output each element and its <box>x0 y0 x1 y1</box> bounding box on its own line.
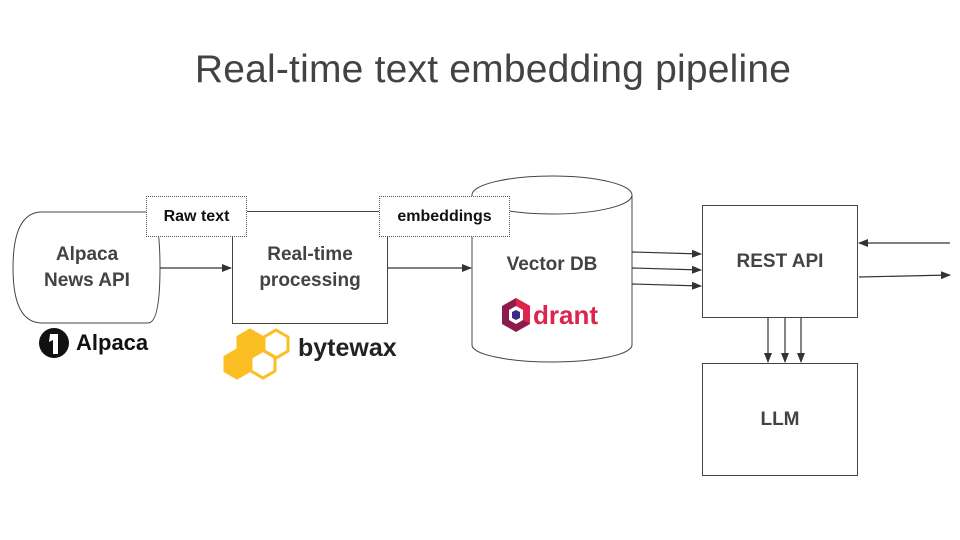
rest-api-label: REST API <box>736 250 824 272</box>
arrow-vectordb-to-api-2 <box>631 265 702 274</box>
llm-label: LLM <box>760 408 800 430</box>
source-label-line1: Alpaca <box>55 243 119 265</box>
qdrant-logo-icon <box>502 298 530 332</box>
processing-node <box>232 211 388 324</box>
raw-text-edge-label: Raw text <box>146 196 247 237</box>
embeddings-edge-label: embeddings <box>379 196 510 237</box>
qdrant-logo-text: drant <box>533 300 598 330</box>
alpaca-logo-text: Alpaca <box>76 330 149 355</box>
processing-label-line1: Real-time <box>267 243 353 265</box>
source-node: Alpaca News API <box>14 212 160 323</box>
arrow-vectordb-to-api-1 <box>631 249 702 258</box>
processing-label-line2: processing <box>259 269 361 291</box>
bytewax-logo-text: bytewax <box>298 334 397 362</box>
diagram-title: Real-time text embedding pipeline <box>194 48 792 91</box>
vector-db-label: Vector DB <box>506 254 598 275</box>
llm-node <box>702 363 858 476</box>
processing-label: Real-time processing <box>232 211 388 324</box>
source-label-line2: News API <box>44 269 130 291</box>
arrow-vectordb-to-api-3 <box>631 281 702 290</box>
rest-api-node <box>702 205 858 318</box>
bytewax-logo-icon <box>223 328 290 380</box>
alpaca-logo-icon <box>39 328 69 358</box>
arrow-response-out <box>858 271 951 280</box>
